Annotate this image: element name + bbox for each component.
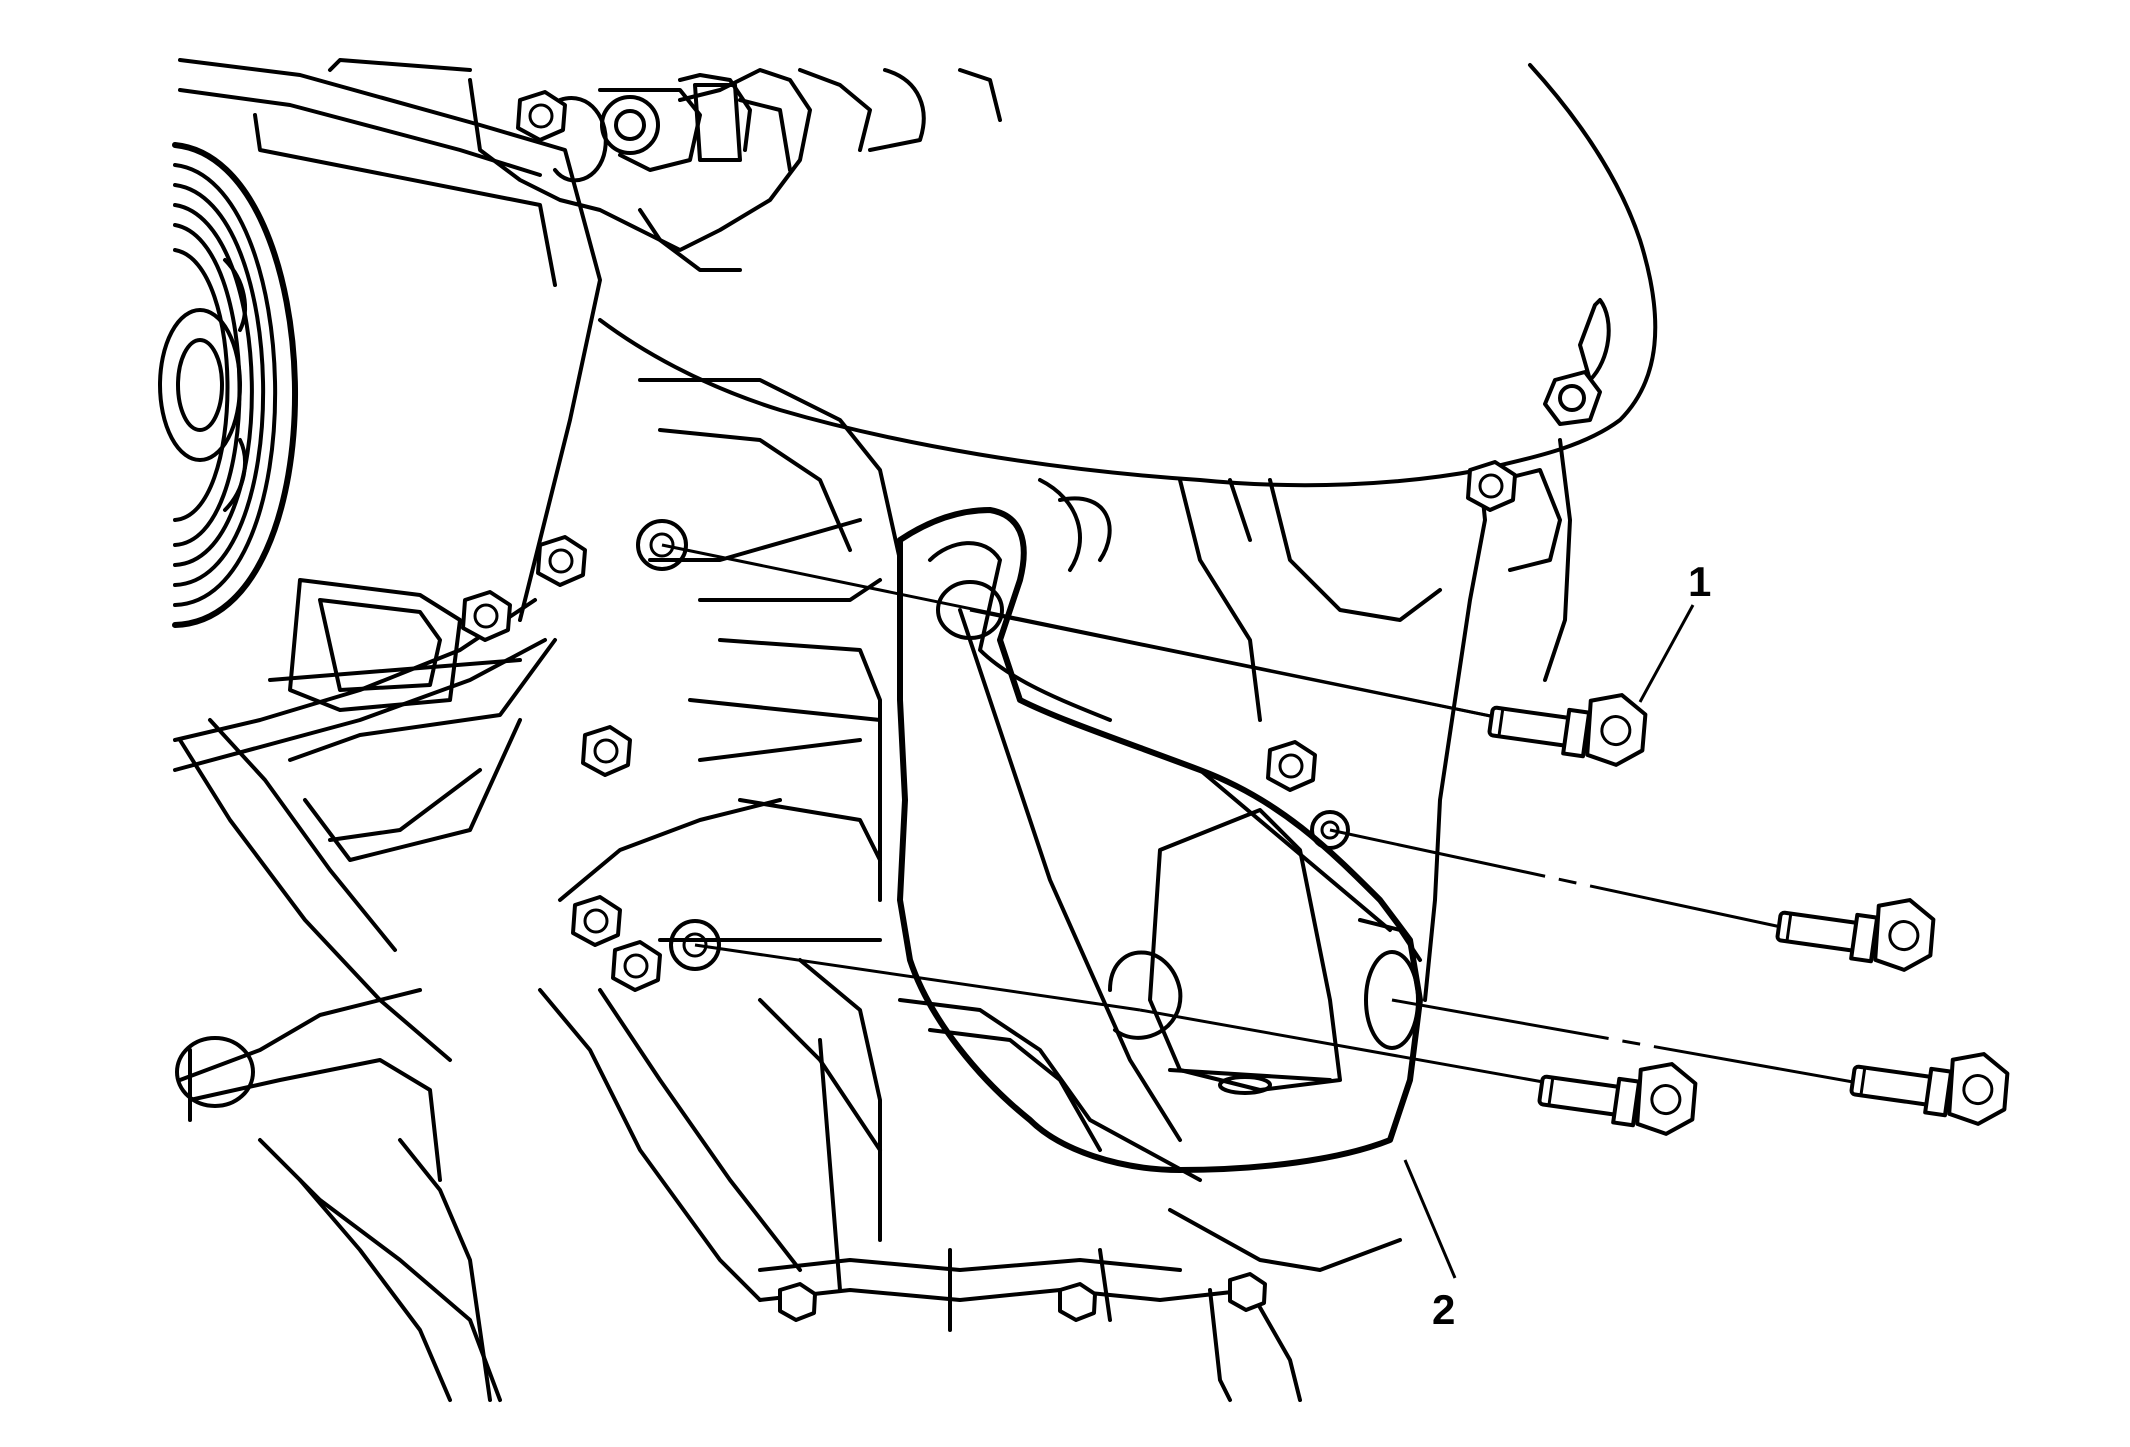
engine-bolts <box>461 90 1517 1322</box>
bolt-head <box>778 1282 817 1322</box>
bore-hole <box>669 919 721 971</box>
callout-2-leader <box>1403 1159 1457 1279</box>
bolt-head <box>536 535 587 587</box>
bore-hole <box>1310 810 1350 850</box>
loose-bolt <box>1487 693 1648 767</box>
bore-hole <box>1320 820 1340 840</box>
callout-1-label: 1 <box>1688 558 1711 605</box>
loose-bolt <box>1849 1052 2010 1126</box>
bolt-head <box>1266 740 1317 792</box>
installation-lines <box>661 543 1871 1087</box>
callout-1: 1 <box>1638 558 1711 703</box>
center-line <box>694 943 1141 1012</box>
bore-hole <box>682 932 708 958</box>
engine-mount-bracket <box>897 507 1423 1173</box>
center-line <box>1139 1008 1561 1087</box>
callout-2: 2 <box>1403 1159 1457 1333</box>
loose-bolt <box>1775 898 1936 972</box>
loose-bolt <box>1537 1062 1698 1136</box>
bolt-head <box>1228 1272 1267 1312</box>
bolt-head <box>461 590 512 642</box>
bolt-head <box>1466 460 1517 512</box>
front-cover <box>173 58 602 1402</box>
bore-hole <box>636 519 688 571</box>
callout-2-label: 2 <box>1432 1286 1455 1333</box>
center-line <box>969 608 1511 722</box>
bolt-head <box>1058 1282 1097 1322</box>
bolt-head <box>581 725 632 777</box>
center-line <box>1391 998 1871 1087</box>
bolt-head <box>516 90 567 142</box>
bore-hole <box>649 532 675 558</box>
center-line <box>1329 828 1796 932</box>
crankshaft-pulley <box>158 142 298 628</box>
bolt-head <box>611 940 662 992</box>
bolt-head <box>571 895 622 947</box>
engine-block-outline <box>598 63 1658 1002</box>
upper-component <box>468 68 1002 272</box>
center-casting <box>538 378 1402 1402</box>
callout-1-leader <box>1638 604 1695 703</box>
